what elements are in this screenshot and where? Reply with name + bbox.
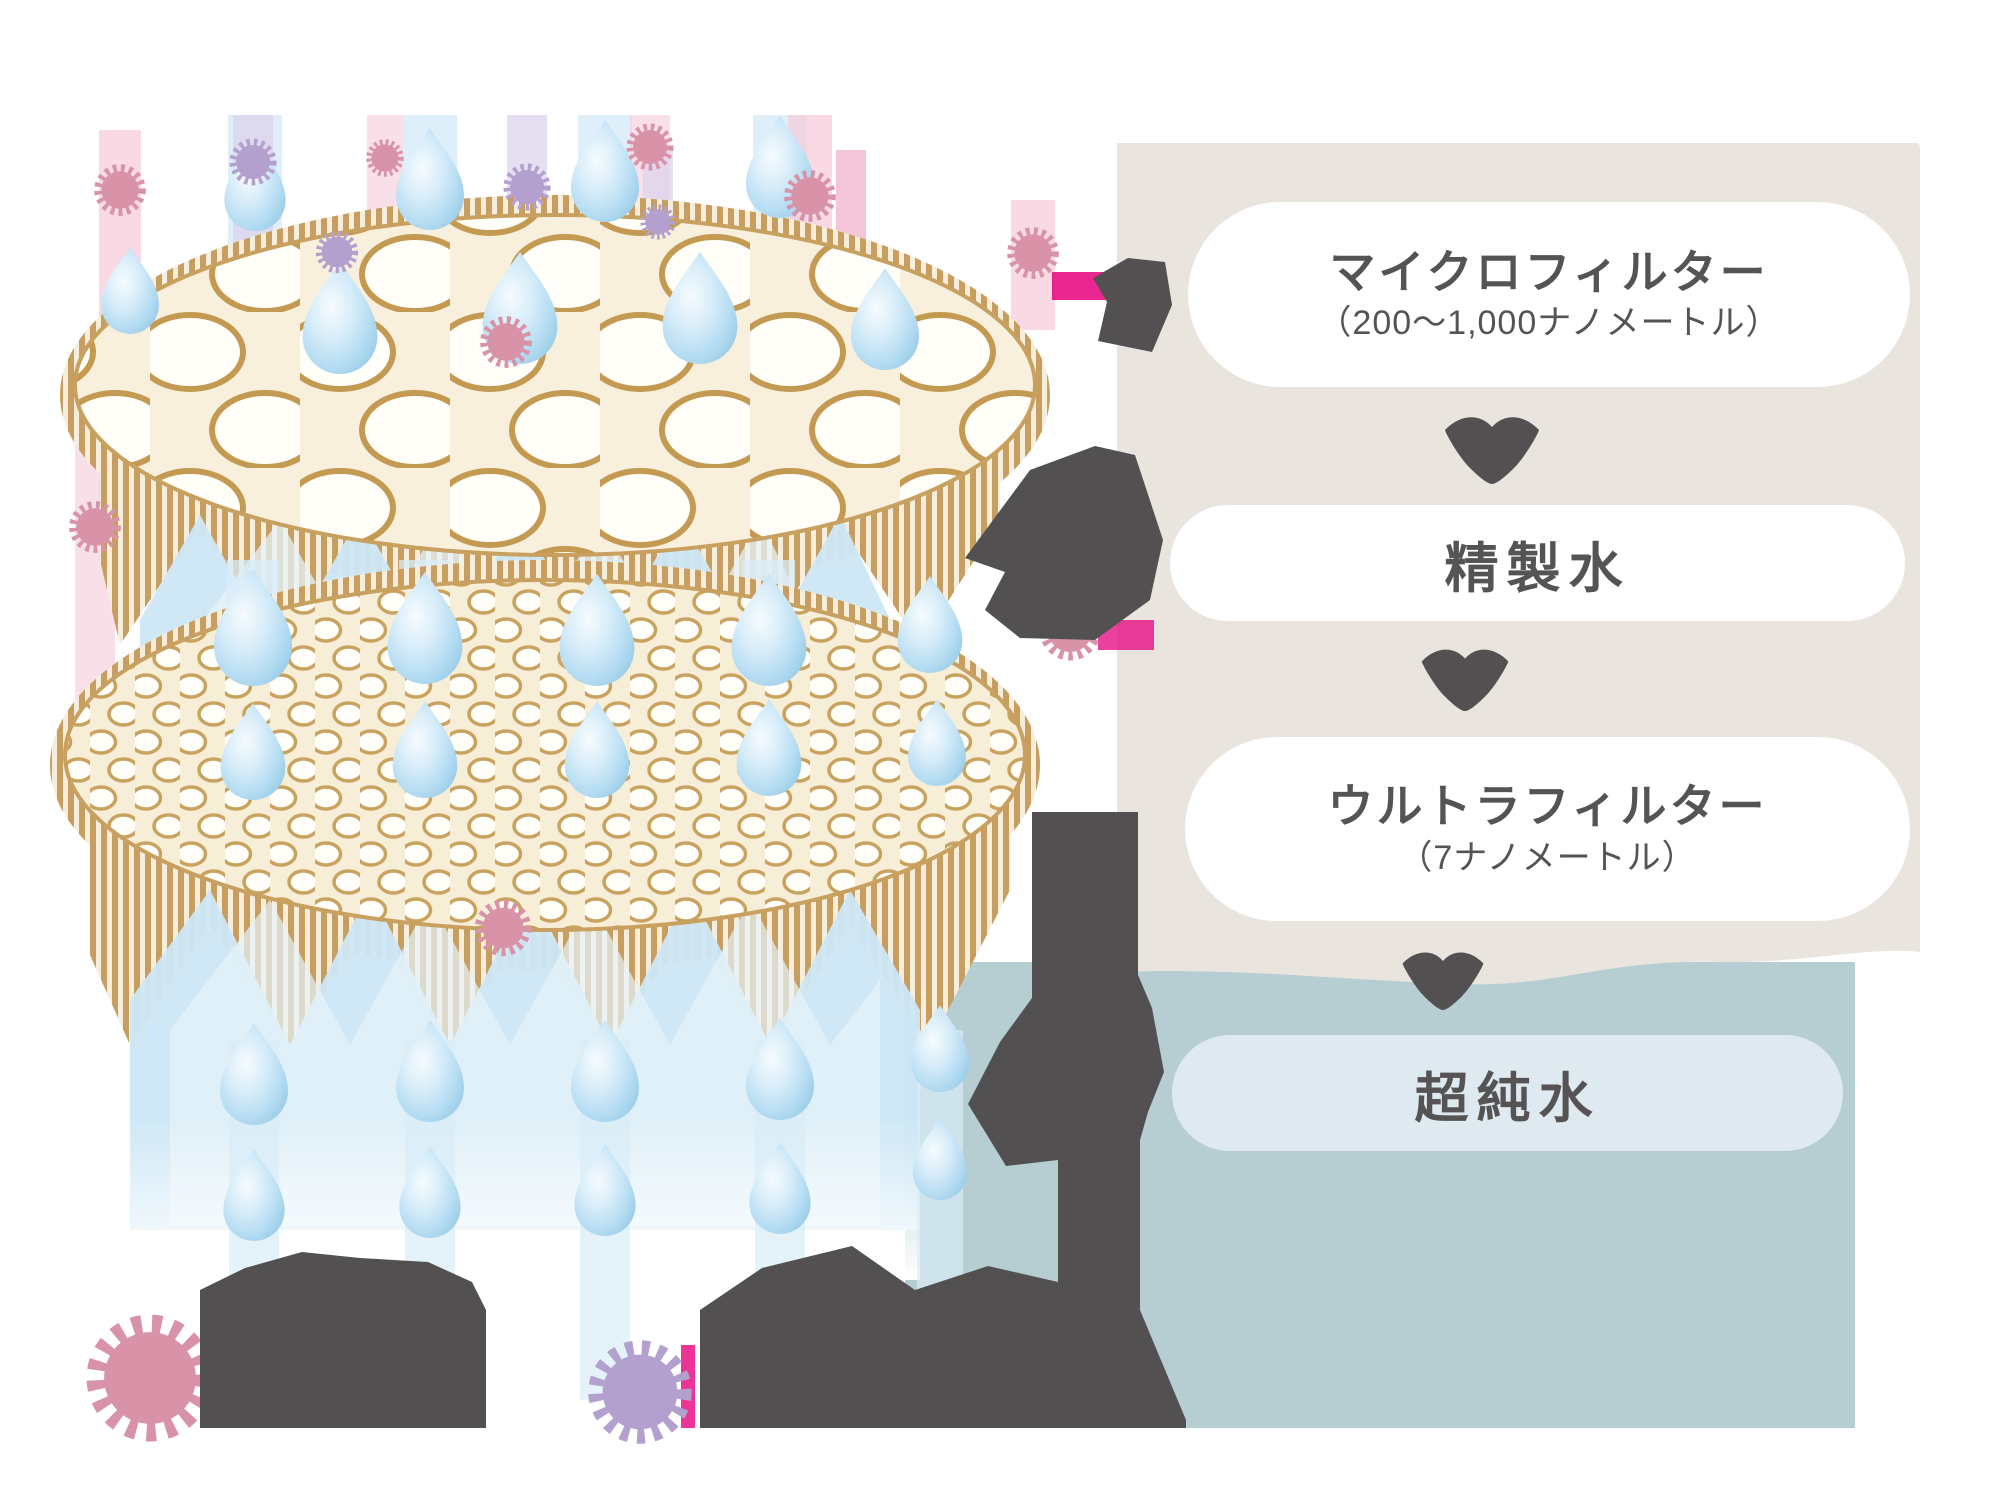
microfilter-title: マイクロフィルター bbox=[1329, 245, 1769, 298]
ultrapure-water-title: 超純水 bbox=[1414, 1068, 1601, 1129]
flow-arrows bbox=[200, 258, 1539, 1428]
flow-arrow-to-ultrapure-water-icon bbox=[700, 812, 1186, 1428]
cropped-dark-shape bbox=[200, 1252, 486, 1428]
flow-arrow-to-microfilter-icon bbox=[1093, 258, 1172, 352]
ultrafilter-size: （7ナノメートル） bbox=[1398, 838, 1697, 877]
microfilter-size: （200〜1,000ナノメートル） bbox=[1317, 304, 1781, 343]
label-microfilter: マイクロフィルター （200〜1,000ナノメートル） bbox=[1188, 202, 1910, 387]
label-purified-water: 精製水 bbox=[1170, 505, 1905, 621]
flow-arrow-to-purified-water-icon bbox=[965, 446, 1163, 640]
purified-water-title: 精製水 bbox=[1444, 538, 1631, 599]
label-ultrapure-water: 超純水 bbox=[1172, 1035, 1843, 1151]
ultrafilter-disc bbox=[50, 560, 1040, 1280]
ultrafilter-title: ウルトラフィルター bbox=[1327, 780, 1768, 833]
label-ultrafilter: ウルトラフィルター （7ナノメートル） bbox=[1185, 737, 1910, 921]
